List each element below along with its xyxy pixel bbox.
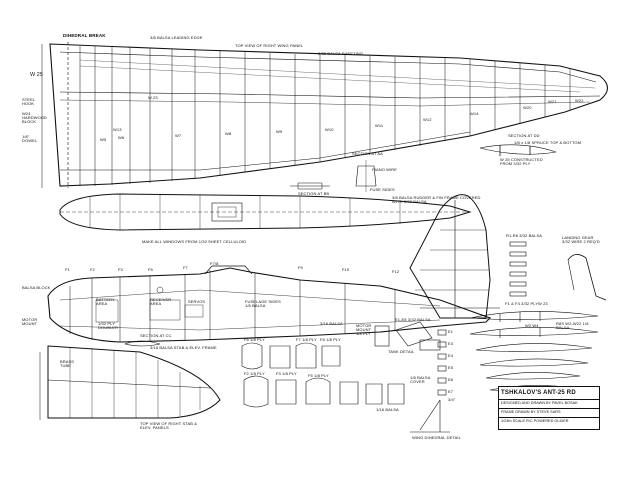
label-receiver-area: RECEIVER AREA xyxy=(150,297,172,306)
label-f1-f4: F1 & F4 3/32 PLY xyxy=(505,301,539,306)
formers xyxy=(241,342,405,408)
label-rudder-3-4: 3/4" xyxy=(448,397,456,402)
label-hardwood-block: W24 HARDWOOD BLOCK xyxy=(22,111,48,124)
label-f9: F9 xyxy=(298,265,303,270)
label-section-cc: SECTION AT CC xyxy=(140,333,172,338)
label-fuse-sides: FUSE SIDES xyxy=(370,187,395,192)
label-w7: W7 xyxy=(175,133,182,138)
tank-detail xyxy=(374,321,441,351)
section-cc xyxy=(124,340,161,347)
fuselage-side-view xyxy=(47,265,500,343)
label-balsa-sheeting: 3/32 BALSA SHEETING xyxy=(318,51,364,56)
label-balsa-block: BALSA BLOCK xyxy=(22,285,51,290)
label-fuselage-sides: FUSELAGE SIDES 1/8 BALSA xyxy=(245,299,281,308)
label-landing-gear: LANDING GEAR 3/32 WIRE 2 REQ'D xyxy=(562,235,600,244)
label-f6-ply: F6 1/8 PLY xyxy=(244,337,265,342)
wing-dihedral-detail xyxy=(410,399,450,433)
label-e-balsa: E1-E8 3/32 BALSA xyxy=(395,317,431,322)
label-dihedral-break: DIHEDRAL BREAK xyxy=(63,33,106,38)
label-f8: F7/8 xyxy=(210,261,219,266)
plan-drawer: FRAME DRAWN BY STEVE SARS xyxy=(501,410,561,414)
label-w14: W14 xyxy=(470,111,479,116)
label-section-bb: SECTION AT BB xyxy=(298,191,330,196)
label-f3-ply: F3 1/8 PLY xyxy=(276,371,297,376)
label-steel-hook: STEEL HOOK xyxy=(22,97,36,106)
label-e4: E4 xyxy=(448,353,454,358)
label-cover: 1/8 BALSA COVER xyxy=(410,375,431,384)
label-w2-w4: W2 W4 xyxy=(525,323,539,328)
label-top-view-wing: TOP VIEW OF RIGHT WING PANEL xyxy=(235,43,304,48)
label-brass-tube: BRASS TUBE xyxy=(60,359,75,368)
label-motor-mount: MOTOR MOUNT xyxy=(22,317,38,326)
label-f8-ply: F8 1/8 PLY xyxy=(320,337,341,342)
label-f1: F1 xyxy=(65,267,70,272)
label-motor-mount-ply: MOTOR MOUNT 1/8 PLY xyxy=(356,323,372,336)
label-e3: E3 xyxy=(448,341,454,346)
label-windows: MAKE ALL WINDOWS FROM 1/32 SHEET CELLULO… xyxy=(142,239,247,244)
label-e6: E6 xyxy=(448,377,454,382)
label-w20: W20 xyxy=(523,105,532,110)
label-leading-edge: 3/8 BALSA LEADING EDGE xyxy=(150,35,203,40)
label-w21: W21 xyxy=(548,99,557,104)
label-ply-doubler: 1/32 PLY DOUBLER xyxy=(98,321,119,330)
elevator-parts xyxy=(437,329,447,396)
label-w5: W5 xyxy=(100,137,107,142)
label-stab-frame: 3/16 BALSA STAB & ELEV. FRAME xyxy=(150,345,217,350)
label-spruce: 1/8 x 1/8 SPRUCE TOP & BOTTOM xyxy=(514,140,582,145)
label-e7: E7 xyxy=(448,389,454,394)
label-w22: W22 xyxy=(575,98,584,103)
label-f2-ply: F2 1/8 PLY xyxy=(244,371,265,376)
wing-panel xyxy=(41,42,609,188)
label-w25: W 25 xyxy=(30,72,43,78)
label-f5-ply: F5 1/8 PLY xyxy=(308,373,329,378)
label-f3: F3 xyxy=(118,267,123,272)
stab-top-view xyxy=(39,345,221,420)
label-dowel: 1/8" DOWEL xyxy=(22,134,38,143)
label-piano-wire: PIANO WIRE xyxy=(372,167,398,172)
label-f10: F10 xyxy=(342,267,350,272)
label-f7-ply: F7 1/8 PLY xyxy=(296,337,317,342)
label-w13: W13 xyxy=(113,127,122,132)
label-f5: F5 xyxy=(148,267,153,272)
label-w8: W8 xyxy=(225,131,232,136)
plan-designer: DESIGNED AND DRAWN BY PAVEL BOSAK xyxy=(501,401,578,405)
tail-ribs xyxy=(509,241,527,297)
label-balsa-3-16: 3/16 BALSA xyxy=(320,321,343,326)
label-w8-w22: R8S W2-W22 1/8 BALSA xyxy=(556,321,589,330)
label-w6: W6 xyxy=(118,135,125,140)
label-w11: W11 xyxy=(375,123,384,128)
label-w23-right: W 23 xyxy=(538,301,548,306)
label-f2: F2 xyxy=(90,267,95,272)
label-e1: E1 xyxy=(448,329,454,334)
label-section-dd: SECTION AT DD xyxy=(508,133,540,138)
label-w12: W12 xyxy=(423,117,432,122)
section-bb xyxy=(290,182,330,190)
landing-gear xyxy=(567,254,607,301)
section-aa xyxy=(355,160,377,192)
label-e5: E5 xyxy=(448,365,454,370)
section-dd xyxy=(479,144,557,156)
label-section-aa: SECTION AT AA xyxy=(352,151,383,156)
plan-scale: 1/24th SCALE R/C POWERED GLIDER xyxy=(501,419,569,423)
label-tank-detail: TANK DETAIL xyxy=(388,349,415,354)
label-w9: W9 xyxy=(276,129,283,134)
label-servos: SERVOS xyxy=(188,299,206,304)
label-top-view-stab: TOP VIEW OF RIGHT STAB & ELEV. PANELS xyxy=(140,421,198,430)
label-f12: F12 xyxy=(392,269,400,274)
label-battery-area: BATTERY AREA xyxy=(96,297,115,306)
plan-title: TSHKALOV'S ANT-25 RD xyxy=(501,390,576,396)
label-balsa-1-16: 1/16 BALSA xyxy=(376,407,399,412)
label-w23: W 23 xyxy=(148,95,158,100)
label-f7: F7 xyxy=(183,265,188,270)
fuselage-top-view xyxy=(59,193,472,231)
label-w25-constructed: W 25 CONSTRUCTED FROM 3/32 PLY xyxy=(500,157,543,166)
title-block: TSHKALOV'S ANT-25 RD DESIGNED AND DRAWN … xyxy=(498,386,600,430)
label-ribs: R1-R6 3/32 BALSA xyxy=(506,233,543,238)
label-rudder-frame: 3/8 BALSA RUDDER & FIN FRAME COVERED WIT… xyxy=(392,195,481,204)
fin-rudder xyxy=(409,194,491,319)
label-wing-dihedral: WING DIHEDRAL DETAIL xyxy=(412,435,461,440)
label-w10: W10 xyxy=(325,127,334,132)
